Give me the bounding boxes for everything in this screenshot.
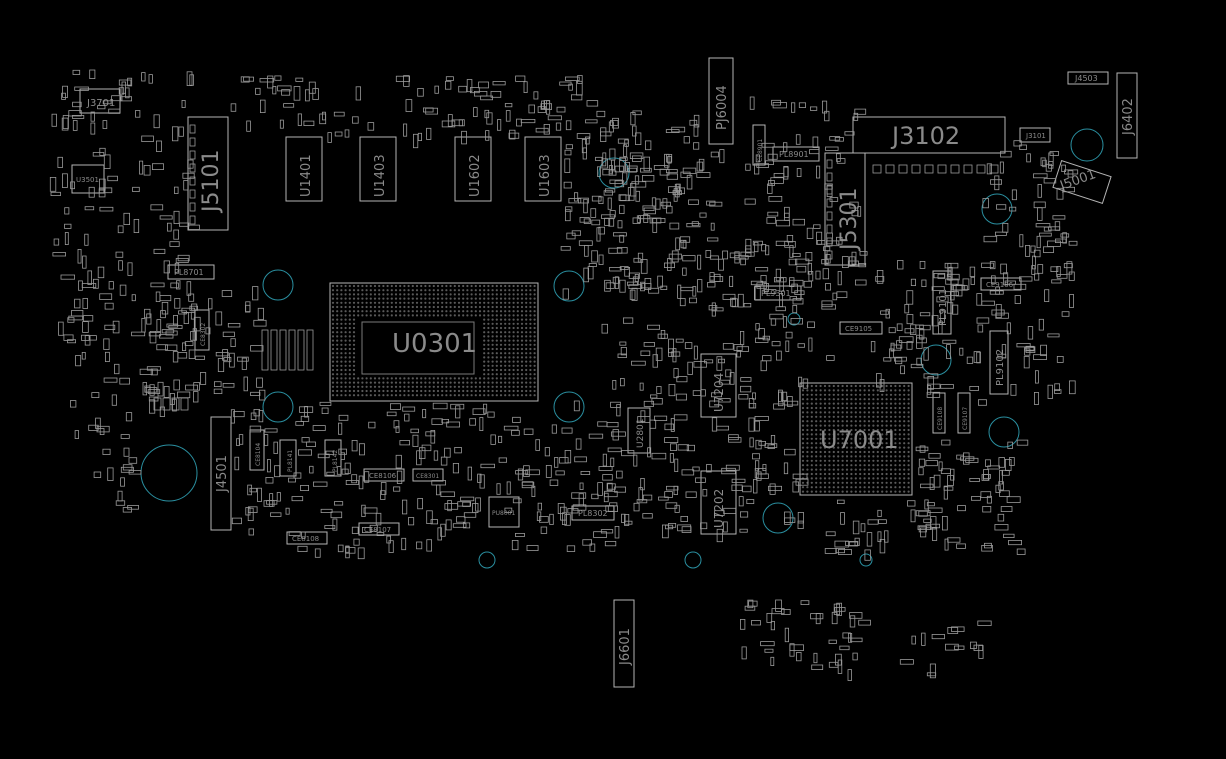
svg-text:CE8106: CE8106 [369, 472, 397, 480]
svg-text:J3701: J3701 [86, 98, 115, 109]
connector-j4501[interactable]: J4501 [210, 416, 232, 531]
part-j4503[interactable]: J4503 [1067, 71, 1109, 85]
cap-ce8106[interactable]: CE8106 [363, 468, 405, 482]
mounting-holes [140, 128, 1104, 569]
connector-pin-rows [153, 124, 999, 411]
svg-text:CE9107: CE9107 [962, 407, 969, 430]
connector-pj6004[interactable]: PJ6004 [708, 57, 734, 145]
svg-text:U2801: U2801 [636, 419, 646, 449]
chip-u7001[interactable]: U7001 [799, 382, 913, 496]
cap-ce8301[interactable]: CE8301 [412, 468, 444, 482]
inductor-pl8701[interactable]: PL8701 [167, 264, 215, 280]
svg-text:CE8302: CE8302 [200, 323, 207, 346]
memory-u1403[interactable]: U1403 [359, 136, 397, 202]
svg-text:CE8901: CE8901 [757, 139, 764, 162]
svg-text:U1602: U1602 [468, 154, 483, 197]
svg-text:CE9105: CE9105 [845, 325, 872, 333]
svg-text:J4501: J4501 [215, 455, 230, 493]
svg-text:J3101: J3101 [1025, 132, 1046, 140]
svg-text:PU8001: PU8001 [492, 510, 515, 517]
svg-text:PL8141: PL8141 [287, 450, 294, 472]
chip-u2801[interactable]: U2801 [627, 407, 651, 454]
svg-text:CE8301: CE8301 [416, 473, 439, 480]
svg-text:PL8701: PL8701 [174, 268, 204, 277]
bga-ball-grid [801, 384, 910, 493]
chip-u7202[interactable]: U7202 [700, 470, 737, 535]
svg-text:J5101: J5101 [199, 150, 224, 214]
svg-text:J5301: J5301 [837, 188, 862, 252]
svg-text:PL9101: PL9101 [938, 289, 949, 326]
part-j3101[interactable]: J3101 [1019, 127, 1051, 143]
smd-pad-field [49, 69, 1079, 681]
svg-text:U7202: U7202 [712, 489, 726, 528]
connector-j5301[interactable]: J5301 [824, 152, 866, 266]
svg-text:J4503: J4503 [1074, 74, 1098, 83]
svg-text:U3501: U3501 [76, 176, 99, 184]
memory-u1602[interactable]: U1602 [454, 136, 492, 202]
memory-u1603[interactable]: U1603 [524, 136, 562, 202]
svg-text:U1401: U1401 [299, 154, 314, 197]
svg-text:PL8901: PL8901 [779, 150, 809, 159]
svg-text:CE8108: CE8108 [292, 535, 319, 543]
svg-text:U1603: U1603 [538, 154, 553, 197]
cap-ce9108[interactable]: CE9108 [932, 392, 946, 434]
svg-text:CE8104: CE8104 [255, 443, 262, 466]
connector-j5101[interactable]: J5101 [187, 116, 229, 231]
svg-text:PJ6004: PJ6004 [715, 85, 730, 130]
svg-text:U1403: U1403 [373, 154, 388, 197]
cap-ce9107[interactable]: CE9107 [957, 392, 971, 434]
connector-j6601[interactable]: J6601 [613, 599, 635, 688]
svg-text:J6402: J6402 [1121, 98, 1136, 136]
cap-ce8104[interactable]: CE8104 [249, 429, 265, 471]
svg-text:J6601: J6601 [618, 628, 633, 666]
svg-text:PL9102: PL9102 [995, 349, 1006, 386]
inductor-pl8141[interactable]: PL8141 [279, 439, 297, 477]
svg-text:CE9108: CE9108 [937, 407, 944, 430]
bga-ball-grid [331, 284, 536, 397]
cap-ce8108[interactable]: CE8108 [286, 531, 328, 545]
svg-text:PL8142: PL8142 [332, 450, 339, 472]
cap-ce8302[interactable]: CE8302 [194, 309, 210, 351]
svg-text:CE9106: CE9106 [986, 281, 1014, 289]
svg-text:J3102: J3102 [890, 122, 960, 150]
svg-text:PL8302: PL8302 [578, 509, 608, 518]
cap-ce9105[interactable]: CE9105 [839, 321, 883, 335]
connector-j3102[interactable]: J3102 [852, 116, 1006, 154]
memory-u1401[interactable]: U1401 [285, 136, 323, 202]
label-u0301: U0301 [392, 329, 477, 359]
label-u7001: U7001 [820, 426, 899, 454]
cap-ce8901[interactable]: CE8901 [752, 124, 766, 166]
regulator-pu8001[interactable]: PU8001 [488, 496, 520, 528]
inductor-pl9102[interactable]: PL9102 [989, 330, 1009, 395]
connector-j6402[interactable]: J6402 [1116, 72, 1138, 159]
cpu-u0301[interactable]: U0301 [329, 282, 539, 402]
